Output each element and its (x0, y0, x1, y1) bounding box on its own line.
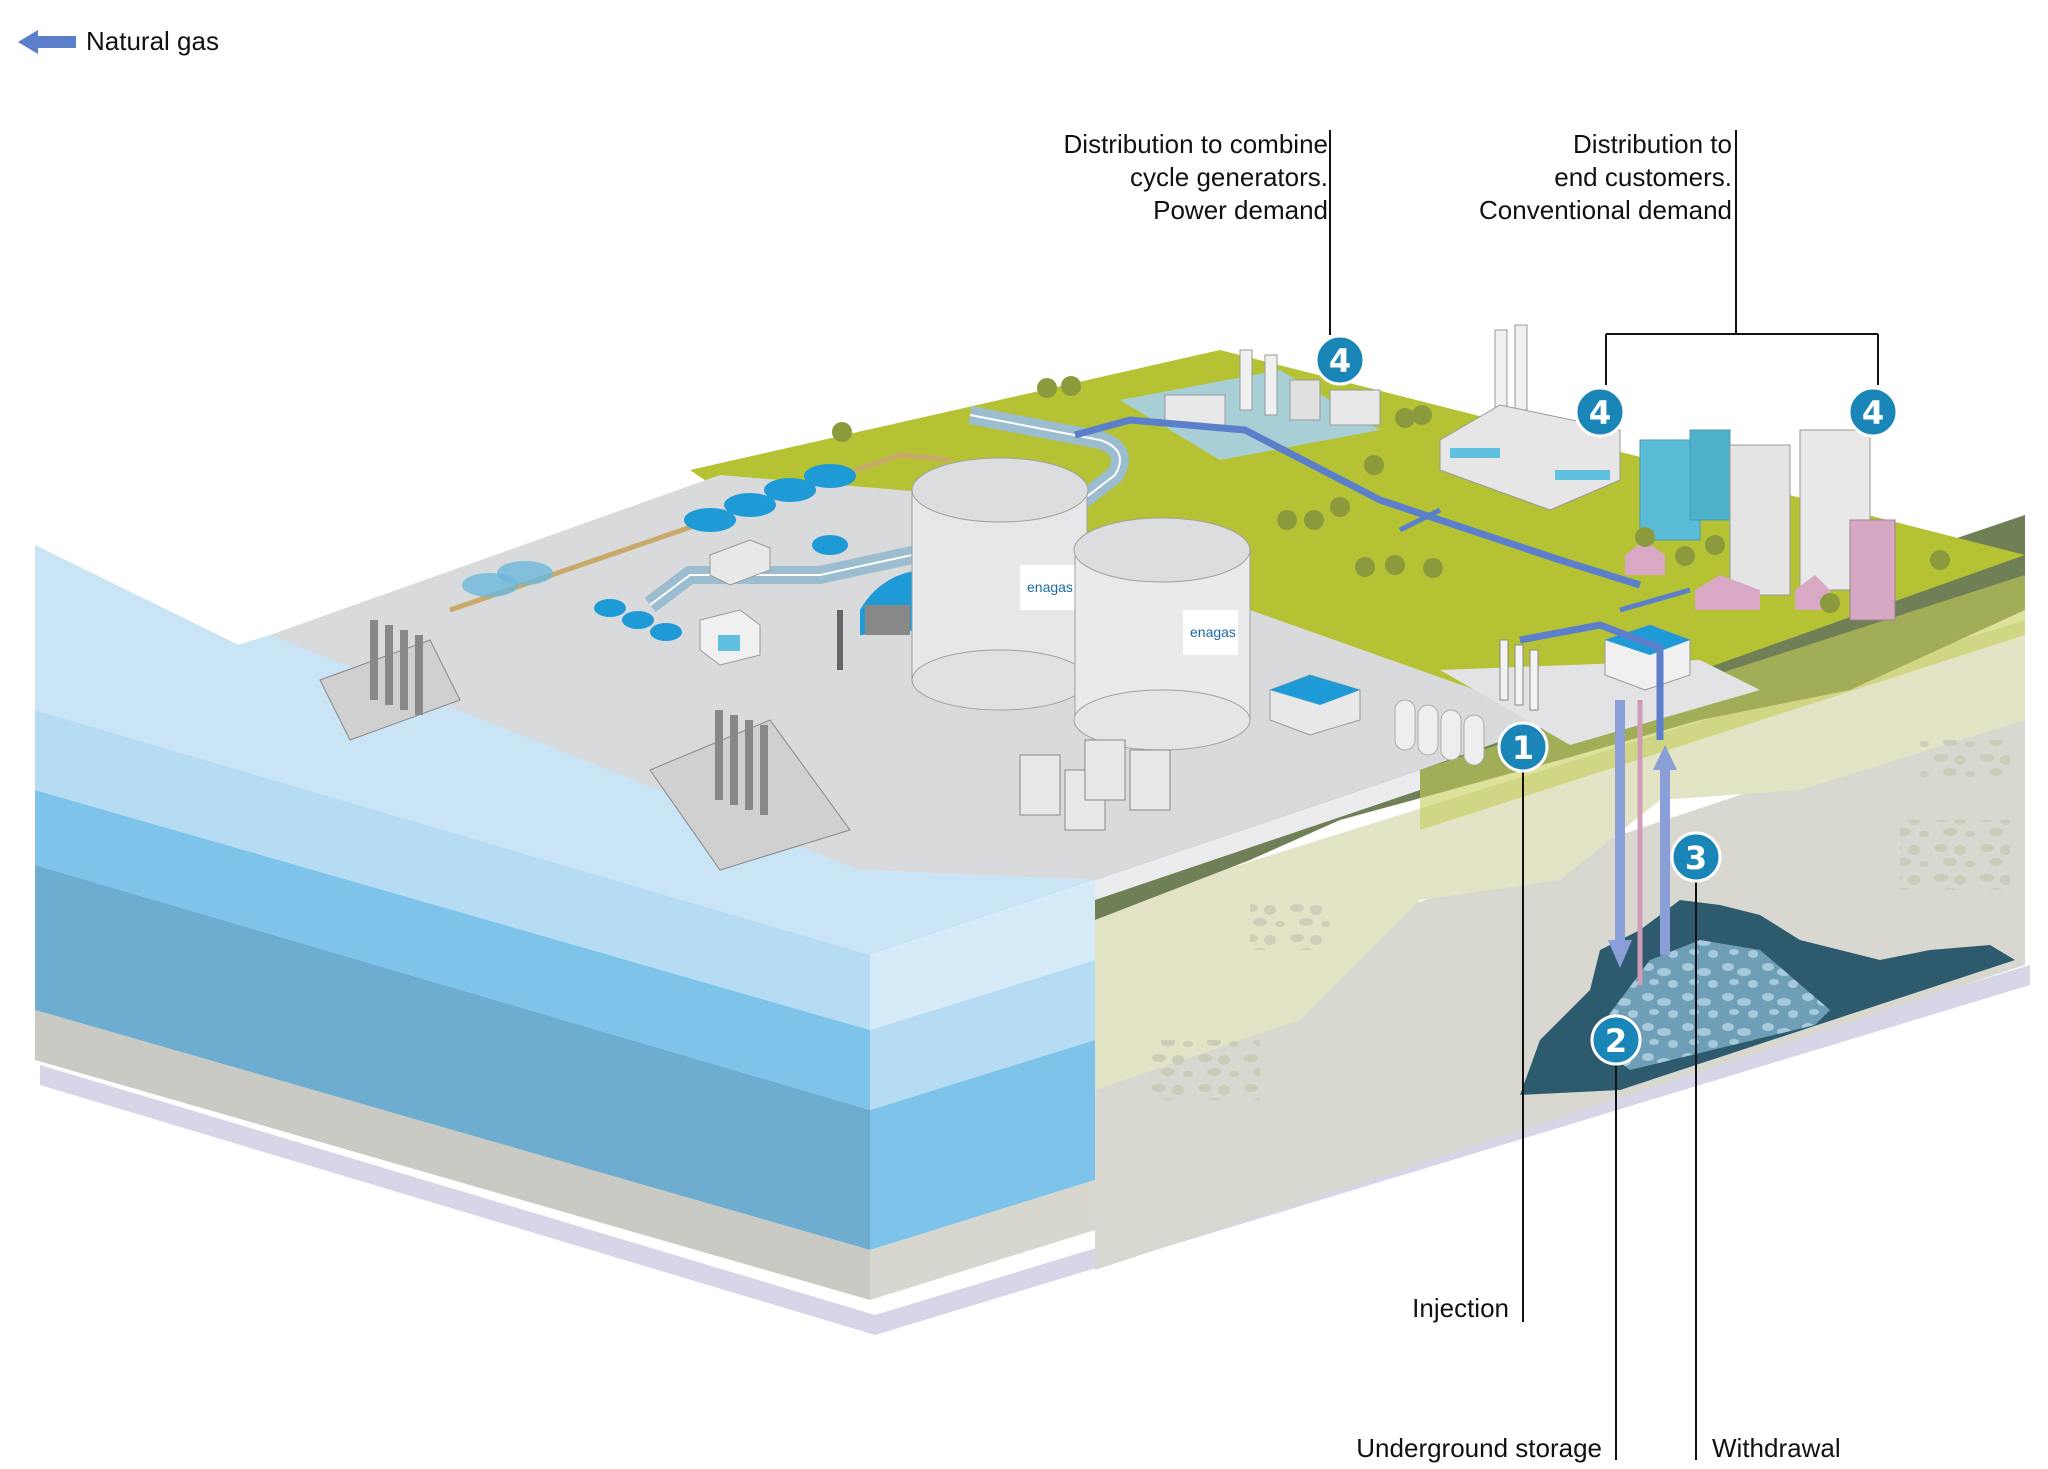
svg-text:2: 2 (1605, 1022, 1627, 1060)
svg-text:4: 4 (1329, 342, 1351, 380)
svg-text:4: 4 (1589, 394, 1611, 432)
marker-4-factory[interactable]: 4 (1574, 386, 1626, 438)
callout-conventional-demand: Distribution to end customers. Conventio… (1479, 129, 1732, 225)
marker-2[interactable]: 2 (1590, 1014, 1642, 1066)
rock-pattern-4 (1920, 740, 2010, 780)
left-arrow-icon (18, 29, 76, 54)
sea-surface-main (35, 635, 870, 955)
marker-1[interactable]: 1 (1497, 721, 1549, 773)
warehouse (709, 539, 771, 586)
rock-pattern-3 (1250, 900, 1330, 950)
jetty-1 (319, 620, 461, 741)
lng-tank-2 (1073, 517, 1251, 751)
legend-label: Natural gas (86, 26, 219, 56)
marker-4-power-plant[interactable]: 4 (1314, 334, 1366, 386)
gas-pipeline-injection (1519, 621, 1664, 740)
water-front-deep-band (35, 865, 870, 1250)
land-front-edge (1420, 575, 2025, 830)
svg-text:1: 1 (1512, 729, 1534, 767)
trees (832, 376, 1950, 613)
seabed-side (870, 1180, 1095, 1300)
svg-text:4: 4 (1862, 394, 1884, 432)
platform-front-edge (1095, 770, 1420, 900)
legend: Natural gas (18, 26, 219, 57)
control-building (699, 609, 761, 666)
jetty-2 (649, 710, 851, 871)
gas-branch-factory (1398, 507, 1442, 533)
callout-power-demand: Distribution to combine cycle generators… (1063, 129, 1328, 225)
water-front-mid-band (35, 790, 870, 1110)
compressor-house (1269, 674, 1361, 736)
rail-tanker-cars (462, 464, 856, 597)
svg-text:3: 3 (1685, 839, 1707, 877)
combined-cycle-power-plant (1120, 349, 1381, 460)
soil-front-rock (1095, 700, 2025, 1270)
callout-withdrawal: Withdrawal (1712, 1433, 1841, 1463)
seabed-front (35, 1010, 870, 1300)
water-side-mid (870, 960, 1095, 1110)
lng-tank-1 (911, 457, 1089, 711)
water-side-top (870, 880, 1095, 1030)
callout-injection: Injection (1412, 1293, 1509, 1323)
vaporizer-units (1019, 739, 1171, 831)
marker-4-city[interactable]: 4 (1847, 386, 1899, 438)
water-front-top-band (35, 710, 870, 1030)
soil-front-sand (1095, 620, 2025, 1090)
hangar (860, 570, 920, 635)
city-buildings (1625, 429, 1896, 621)
tank-logo-1: enagas (1027, 579, 1073, 595)
marker-3[interactable]: 3 (1670, 831, 1722, 883)
gas-pipeline-main (1074, 416, 1642, 589)
tanker-trucks (594, 535, 848, 641)
industrial-factory (1439, 324, 1621, 511)
rock-pattern-1 (1150, 1040, 1260, 1100)
callout-underground-storage: Underground storage (1356, 1433, 1602, 1463)
tank-logo-2: enagas (1190, 624, 1236, 640)
injection-wellheads (1499, 639, 1539, 711)
rock-pattern-2 (1900, 820, 2010, 890)
sea-surface (35, 545, 1095, 955)
storage-cylinders (1394, 699, 1485, 766)
gas-branch-city (1619, 587, 1691, 613)
